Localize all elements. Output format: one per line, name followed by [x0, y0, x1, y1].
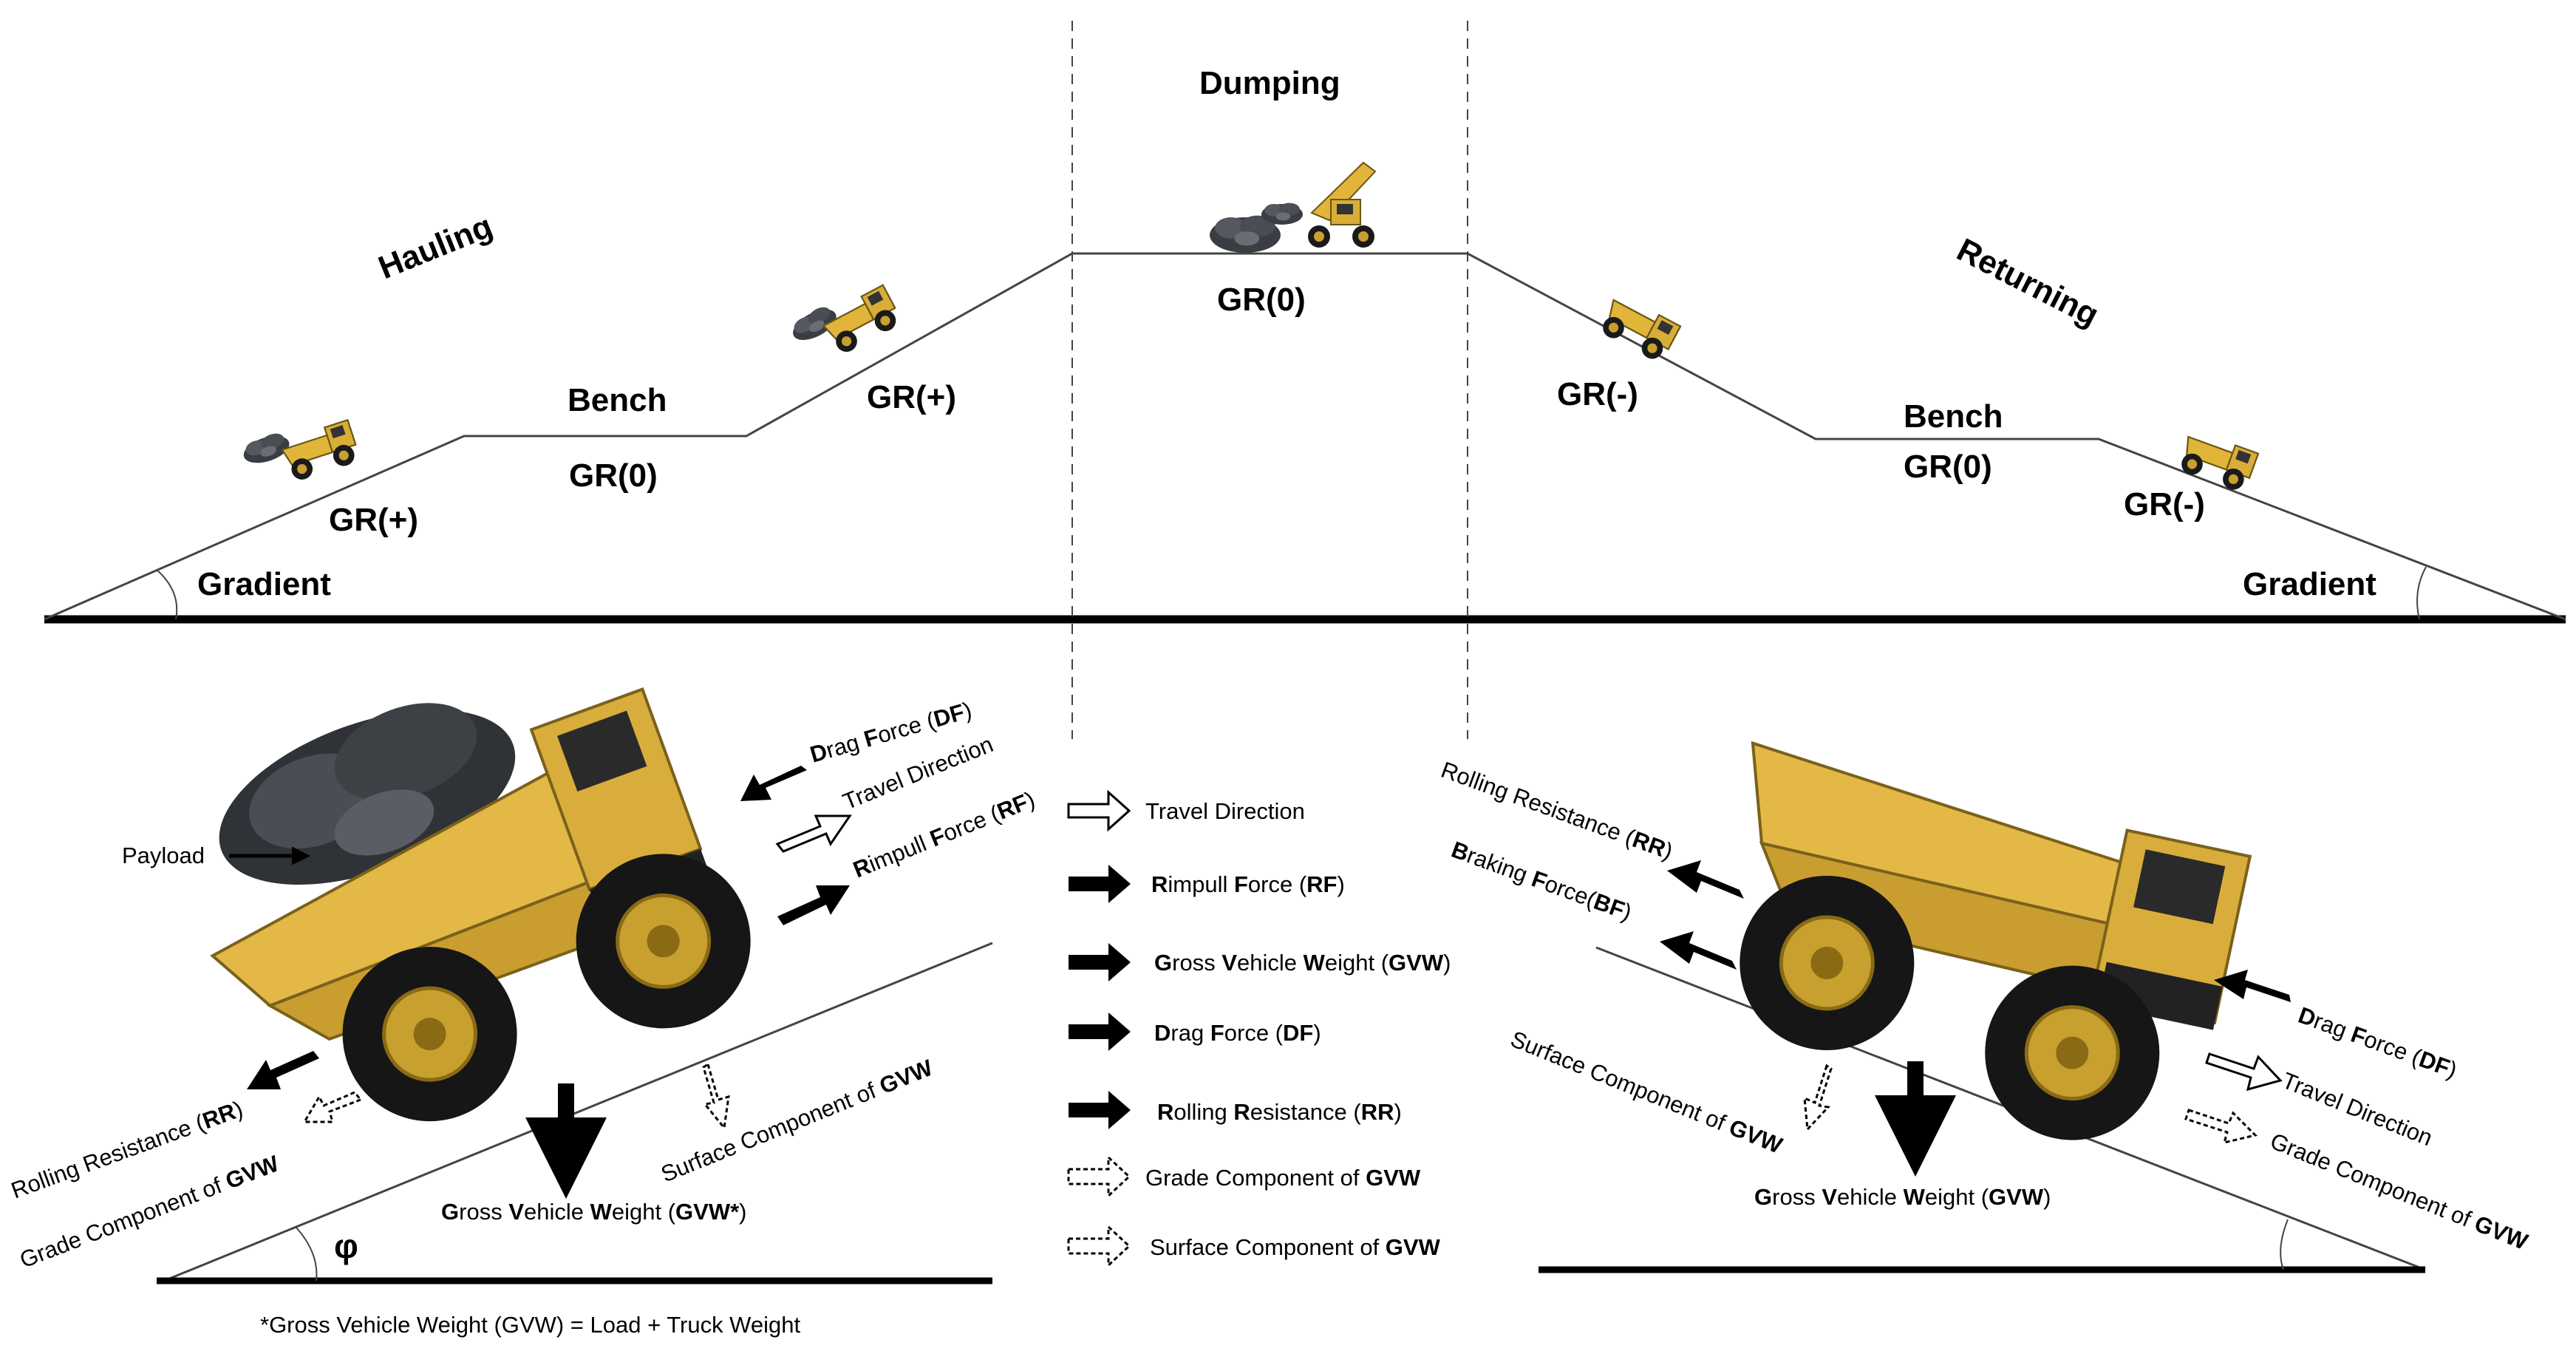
- drag-force-label-right: Drag Force (DF): [2295, 1002, 2461, 1083]
- surface-component-arrow-right: [1803, 1064, 1833, 1132]
- drag-force-arrow-left: [740, 766, 807, 801]
- gradient-angle-arc-right: [2416, 566, 2427, 620]
- legend-surface-arrow: [1067, 1224, 1131, 1268]
- gr-zero-bench-left: GR(0): [569, 457, 658, 494]
- legend-grade-component: Grade Component of GVW: [1145, 1165, 1421, 1191]
- legend-rolling-arrow: [1069, 1091, 1131, 1129]
- grade-component-arrow-right: [2184, 1109, 2258, 1145]
- returning-label: Returning: [1951, 231, 2104, 333]
- phi-angle-label: φ: [334, 1227, 358, 1265]
- legend-grade-arrow: [1067, 1154, 1131, 1199]
- hauling-force-panel: φ Payload Drag Force (D: [7, 687, 1038, 1338]
- phi-angle-arc: [295, 1226, 318, 1282]
- bench-label-left: Bench: [568, 382, 667, 418]
- haul-road-profile: Hauling Dumping Returning Bench GR(0) GR…: [44, 21, 2566, 739]
- legend-travel-direction: Travel Direction: [1145, 798, 1305, 824]
- surface-component-label-left: Surface Component of GVW: [658, 1055, 937, 1188]
- legend-surface-component: Surface Component of GVW: [1150, 1234, 1441, 1260]
- rolling-resistance-arrow-right: [1667, 860, 1744, 899]
- gr-minus-upper: GR(-): [1557, 376, 1638, 412]
- dumping-label: Dumping: [1199, 65, 1340, 101]
- rimpull-force-arrow-left: [777, 885, 850, 925]
- bench-label-right: Bench: [1904, 398, 2003, 435]
- grade-component-arrow-left: [302, 1091, 363, 1123]
- gvw-label-right: Gross Vehicle Weight (GVW): [1754, 1184, 2051, 1210]
- gr-minus-lower: GR(-): [2124, 486, 2205, 523]
- gr-zero-dump: GR(0): [1217, 282, 1306, 318]
- hauling-label: Hauling: [373, 208, 497, 286]
- legend-gross-vehicle-weight: Gross Vehicle Weight (GVW): [1154, 950, 1451, 976]
- rolling-resistance-arrow-left: [247, 1051, 319, 1089]
- returning-force-panel: Rolling Resistance (RR) Braking Force(BF…: [1438, 741, 2532, 1273]
- travel-direction-arrow-right: [2205, 1052, 2283, 1092]
- gr-zero-bench-right: GR(0): [1904, 449, 1992, 485]
- surface-component-arrow-left: [702, 1062, 730, 1131]
- legend-gvw-arrow: [1069, 943, 1131, 981]
- legend-travel-arrow: [1067, 789, 1131, 832]
- payload-label: Payload: [122, 843, 205, 868]
- gradient-label-left: Gradient: [197, 566, 331, 602]
- empty-haul-truck: [1740, 741, 2252, 1140]
- legend-drag-force: Drag Force (DF): [1154, 1020, 1321, 1046]
- force-legend: Travel Direction Rimpull Force (RF) Gros…: [1067, 789, 1451, 1268]
- braking-force-label-right: Braking Force(BF): [1448, 837, 1635, 926]
- travel-direction-arrow-left: [775, 814, 852, 853]
- left-incline: [163, 942, 993, 1282]
- drag-force-arrow-right: [2214, 970, 2291, 1002]
- dumping-truck-icon: [1210, 161, 1377, 253]
- haul-road-line: [44, 252, 2566, 621]
- legend-drag-arrow: [1069, 1013, 1131, 1051]
- legend-rimpull-force: Rimpull Force (RF): [1151, 871, 1345, 897]
- legend-rolling-resistance: Rolling Resistance (RR): [1157, 1099, 1402, 1125]
- grade-component-label-right: Grade Component of GVW: [2266, 1128, 2532, 1255]
- gvw-footnote: *Gross Vehicle Weight (GVW) = Load + Tru…: [260, 1312, 800, 1338]
- gr-plus-upper: GR(+): [867, 379, 956, 415]
- gradient-angle-arc-left: [156, 569, 178, 620]
- empty-truck-icon-upper: [1596, 292, 1682, 366]
- surface-component-label-right: Surface Component of GVW: [1507, 1026, 1786, 1159]
- gradient-label-right: Gradient: [2243, 566, 2376, 602]
- loaded-truck-icon-lower: [239, 419, 362, 484]
- gr-plus-lower: GR(+): [329, 502, 418, 538]
- gvw-label-left: Gross Vehicle Weight (GVW*): [441, 1199, 747, 1225]
- right-angle-arc: [2280, 1219, 2289, 1270]
- legend-rimpull-arrow: [1069, 865, 1131, 903]
- loaded-haul-truck: [210, 687, 751, 1122]
- braking-force-arrow-right: [1660, 931, 1737, 970]
